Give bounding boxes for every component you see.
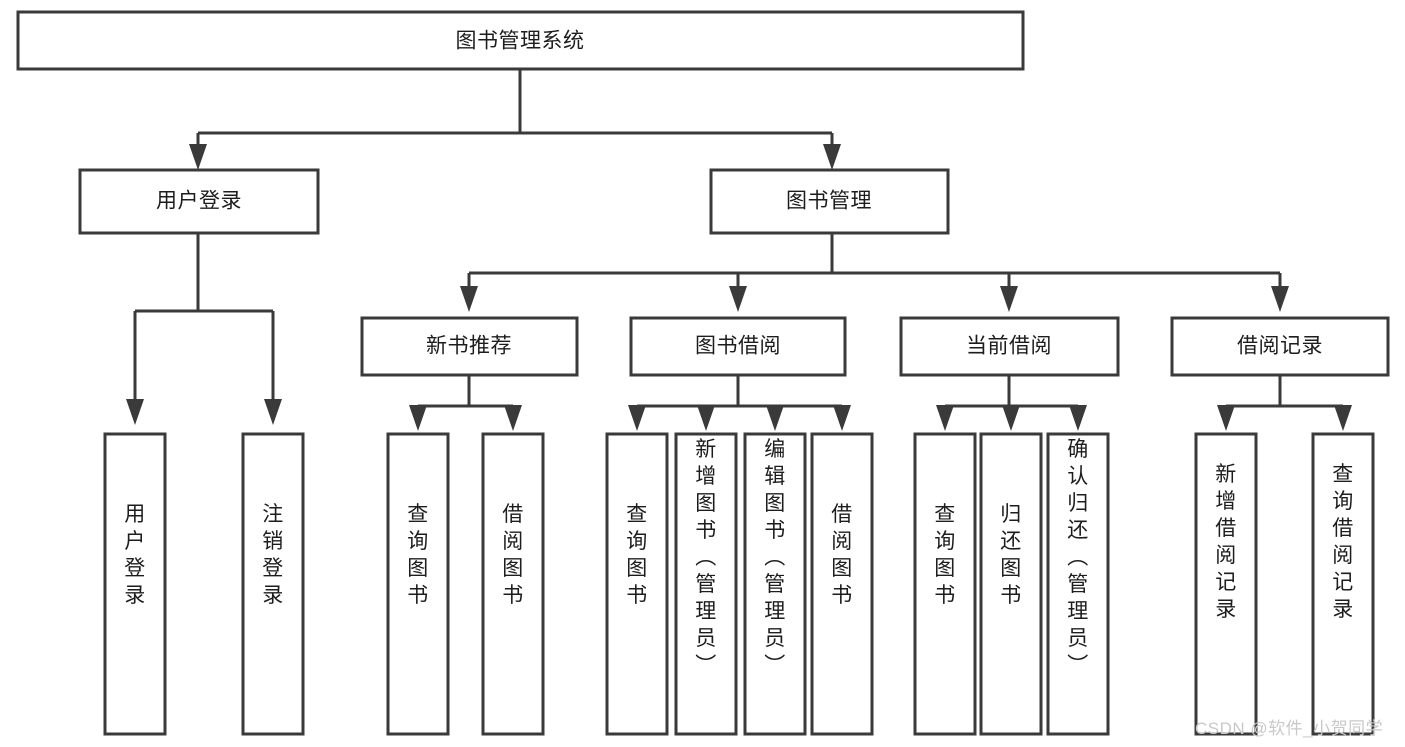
node-leaf-logout-login-label: 注销登录: [262, 503, 284, 607]
node-leaf-edit-book-label: 编辑图书︵管理员︶: [764, 438, 786, 677]
node-leaf-query-record[interactable]: 查询借阅记录: [1311, 432, 1375, 736]
node-book-manage[interactable]: 图书管理: [709, 168, 950, 235]
connector-user-login-to-leaves: [126, 233, 282, 425]
node-leaf-borrow-book-2-box[interactable]: [810, 432, 874, 736]
node-leaf-query-book-1-label: 查询图书: [407, 503, 429, 607]
node-leaf-return-book-label: 归还图书: [1000, 503, 1022, 607]
node-new-book-recommend[interactable]: 新书推荐: [360, 316, 579, 377]
node-leaf-query-book-1[interactable]: 查询图书: [386, 432, 450, 736]
connector-book-borrow-to-leaves: [628, 375, 851, 431]
node-leaf-confirm-return[interactable]: 确认归还︵管理员︶: [1046, 432, 1110, 736]
node-leaf-borrow-book-1-box[interactable]: [481, 432, 545, 736]
node-leaf-confirm-return-label: 确认归还︵管理员︶: [1067, 438, 1089, 677]
csdn-watermark: CSDN @软件_小贺同学: [1195, 719, 1383, 738]
node-leaf-query-record-box[interactable]: [1311, 432, 1375, 736]
node-leaf-query-book-3-box[interactable]: [913, 432, 977, 736]
node-leaf-edit-book-box[interactable]: [743, 432, 807, 736]
connector-current-borrow-to-leaves: [936, 375, 1087, 431]
node-book-borrow[interactable]: 图书借阅: [629, 316, 847, 377]
node-leaf-borrow-book-2-label: 借阅图书: [831, 503, 853, 607]
connector-new-book-recommend-to-leaves: [409, 375, 522, 431]
node-book-manage-label: 图书管理: [786, 190, 872, 213]
node-leaf-query-book-1-box[interactable]: [386, 432, 450, 736]
node-leaf-borrow-book-2[interactable]: 借阅图书: [810, 432, 874, 736]
node-leaf-add-book-label: 新增图书︵管理员︶: [695, 438, 717, 677]
node-user-login-box[interactable]: [78, 168, 320, 235]
node-book-borrow-box[interactable]: [629, 316, 847, 377]
connector-borrow-record-to-leaves: [1217, 375, 1352, 431]
node-leaf-add-record[interactable]: 新增借阅记录: [1194, 432, 1258, 736]
connector-book-manage-to-level2: [460, 233, 1289, 312]
node-root[interactable]: 图书管理系统: [16, 10, 1025, 71]
node-root-box[interactable]: [16, 10, 1025, 71]
node-user-login[interactable]: 用户登录: [78, 168, 320, 235]
node-borrow-record[interactable]: 借阅记录: [1170, 316, 1390, 377]
node-leaf-user-login-label: 用户登录: [124, 503, 146, 607]
node-leaf-edit-book[interactable]: 编辑图书︵管理员︶: [743, 432, 807, 736]
node-leaf-return-book[interactable]: 归还图书: [979, 432, 1043, 736]
node-leaf-add-book-box[interactable]: [674, 432, 738, 736]
node-book-borrow-label: 图书借阅: [695, 335, 781, 358]
node-leaf-query-book-3-label: 查询图书: [934, 503, 956, 607]
node-leaf-return-book-box[interactable]: [979, 432, 1043, 736]
node-leaf-query-record-label: 查询借阅记录: [1332, 463, 1354, 621]
node-current-borrow-label: 当前借阅: [966, 335, 1052, 358]
node-leaf-borrow-book-1[interactable]: 借阅图书: [481, 432, 545, 736]
node-leaf-user-login[interactable]: 用户登录: [103, 432, 167, 736]
node-leaf-query-book-2-label: 查询图书: [626, 503, 648, 607]
node-root-label: 图书管理系统: [456, 30, 585, 53]
node-borrow-record-label: 借阅记录: [1237, 335, 1323, 358]
node-current-borrow[interactable]: 当前借阅: [899, 316, 1120, 377]
node-leaf-query-book-2-box[interactable]: [605, 432, 669, 736]
node-user-login-label: 用户登录: [156, 190, 242, 213]
node-leaf-borrow-book-1-label: 借阅图书: [502, 503, 524, 607]
node-current-borrow-box[interactable]: [899, 316, 1120, 377]
node-leaf-query-book-3[interactable]: 查询图书: [913, 432, 977, 736]
node-new-book-recommend-box[interactable]: [360, 316, 579, 377]
node-leaf-logout-login-box[interactable]: [241, 432, 305, 736]
node-leaf-logout-login[interactable]: 注销登录: [241, 432, 305, 736]
node-leaf-user-login-box[interactable]: [103, 432, 167, 736]
node-leaf-add-record-label: 新增借阅记录: [1215, 463, 1237, 621]
node-book-manage-box[interactable]: [709, 168, 950, 235]
node-borrow-record-box[interactable]: [1170, 316, 1390, 377]
node-leaf-add-book[interactable]: 新增图书︵管理员︶: [674, 432, 738, 736]
node-leaf-confirm-return-box[interactable]: [1046, 432, 1110, 736]
node-leaf-query-book-2[interactable]: 查询图书: [605, 432, 669, 736]
node-leaf-add-record-box[interactable]: [1194, 432, 1258, 736]
connector-root-to-level1: [189, 69, 841, 170]
node-new-book-recommend-label: 新书推荐: [426, 335, 512, 358]
